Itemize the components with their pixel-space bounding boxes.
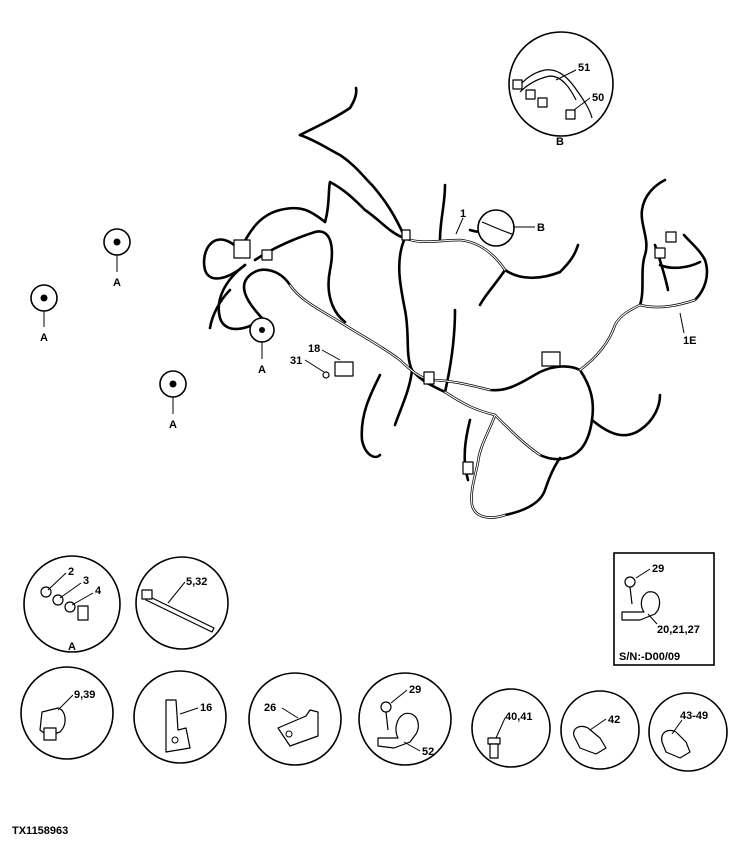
- detail-bolt-40-41: 40,41: [471, 688, 551, 768]
- label-1e: 1E: [683, 335, 696, 347]
- detail-clip-9-39: 9,39: [20, 666, 114, 760]
- tie-label: 5,32: [186, 576, 207, 588]
- clamp29-label-52: 52: [422, 746, 434, 758]
- detail-b-51: 51: [578, 62, 590, 74]
- clamp29-label-29: 29: [409, 684, 421, 696]
- washer-label-3: 3: [83, 575, 89, 587]
- detail-bracket-16: 16: [133, 670, 227, 764]
- clamp43-label: 43-49: [680, 710, 708, 722]
- detail-b: 51 50 B: [508, 31, 614, 148]
- clip-label: 9,39: [74, 689, 95, 701]
- bracket-18-part: [334, 361, 354, 377]
- bolt-31-part: [322, 371, 330, 379]
- detail-clamp-43-49: 43-49: [648, 692, 728, 772]
- ref-a-3: A: [169, 419, 177, 431]
- detail-cable-tie: 5,32: [135, 556, 229, 650]
- detail-bracket-26: 26: [248, 672, 342, 766]
- label-1: 1: [460, 208, 466, 220]
- figure-id: TX1158963: [12, 825, 68, 837]
- detail-b-50: 50: [592, 92, 604, 104]
- detail-serial-box: 29 20,21,27 S/N:-D00/09: [613, 552, 715, 666]
- washer-label-4: 4: [95, 585, 102, 597]
- box-label-20: 20,21,27: [657, 624, 700, 636]
- harness-callouts: 1 1E B 31 18: [290, 208, 696, 379]
- ref-a-4: A: [258, 364, 266, 376]
- label-18: 18: [308, 343, 320, 355]
- detail-clamp-29-52: 29 52: [358, 672, 452, 766]
- ref-a-1: A: [113, 277, 121, 289]
- ref-a-marks: A A A A: [30, 228, 275, 431]
- bracket26-label: 26: [264, 702, 276, 714]
- label-31: 31: [290, 355, 302, 367]
- washer-view-a: A: [68, 641, 76, 653]
- detail-clamp-42: 42: [560, 690, 640, 770]
- callout-b-label: B: [537, 222, 545, 234]
- ref-a-2: A: [40, 332, 48, 344]
- detail-washers: 2 3 4 A: [23, 555, 121, 653]
- washer-label-2: 2: [68, 566, 74, 578]
- main-wiring-harness: [202, 86, 709, 519]
- clamp42-label: 42: [608, 714, 620, 726]
- bracket16-label: 16: [200, 702, 212, 714]
- box-label-29: 29: [652, 563, 664, 575]
- box-serial: S/N:-D00/09: [619, 651, 680, 663]
- bolt-label: 40,41: [505, 711, 533, 723]
- detail-b-title: B: [556, 136, 564, 148]
